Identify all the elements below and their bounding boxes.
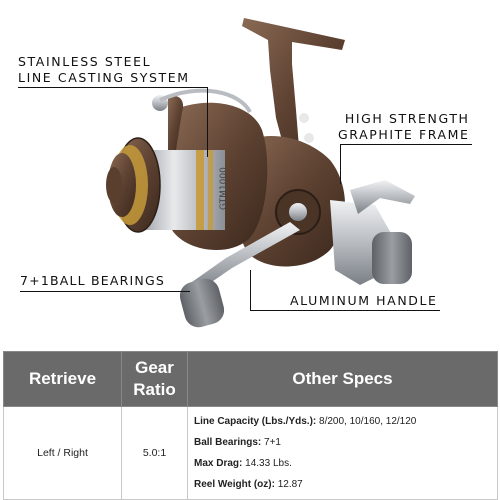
callout-aluminum-handle: ALUMINUM HANDLE	[290, 293, 438, 309]
header-other-specs: Other Specs	[187, 351, 498, 407]
stem-hole	[304, 133, 314, 143]
specs-table: Retrieve Gear Ratio Other Specs Left / R…	[3, 351, 498, 500]
leader-line	[250, 270, 251, 310]
callout-text: HIGH STRENGTH	[344, 111, 470, 126]
leader-line	[250, 310, 440, 311]
spool-model-text: GTM1000	[219, 167, 229, 210]
cell-gear-ratio: 5.0:1	[121, 406, 188, 500]
spec-line: Ball Bearings: 7+1	[194, 437, 281, 448]
handle-arm	[192, 222, 300, 290]
table-row: Left / Right 5.0:1 Line Capacity (Lbs./Y…	[3, 406, 498, 500]
fishing-reel-image: GTM1000	[106, 18, 415, 328]
bail-wire	[159, 88, 252, 114]
leader-line	[20, 291, 190, 292]
callout-text: STAINLESS STEEL	[18, 54, 152, 69]
callout-text: ALUMINUM HANDLE	[290, 293, 438, 308]
callout-text: GRAPHITE FRAME	[338, 127, 470, 142]
leader-line	[340, 144, 341, 184]
leader-line	[340, 144, 472, 145]
rear-drag-knob	[372, 232, 412, 284]
handle-knob	[179, 278, 225, 328]
callout-stainless-steel: STAINLESS STEEL LINE CASTING SYSTEM	[18, 54, 190, 86]
spec-line: Max Drag: 14.33 Lbs.	[194, 458, 292, 469]
drag-lever	[350, 180, 415, 214]
leader-line	[18, 87, 208, 88]
header-retrieve: Retrieve	[3, 351, 122, 407]
callout-graphite-frame: HIGH STRENGTH GRAPHITE FRAME	[338, 111, 470, 143]
stem-hole	[299, 113, 309, 123]
spec-line: Line Capacity (Lbs./Yds.): 8/200, 10/160…	[194, 416, 417, 427]
leader-line	[207, 87, 208, 157]
spec-line: Reel Weight (oz): 12.87	[194, 479, 303, 490]
product-illustration: GTM1000 STAINLESS STEEL LINE CASTING SYS…	[18, 18, 472, 328]
header-gear-ratio: Gear Ratio	[121, 351, 188, 407]
callout-text: 7+1BALL BEARINGS	[20, 273, 165, 288]
callout-text: LINE CASTING SYSTEM	[18, 70, 190, 85]
cell-other-specs: Line Capacity (Lbs./Yds.): 8/200, 10/160…	[187, 406, 498, 500]
reel-foot	[242, 18, 345, 170]
table-header-row: Retrieve Gear Ratio Other Specs	[3, 351, 498, 407]
cell-retrieve: Left / Right	[3, 406, 122, 500]
callout-ball-bearings: 7+1BALL BEARINGS	[20, 273, 165, 289]
